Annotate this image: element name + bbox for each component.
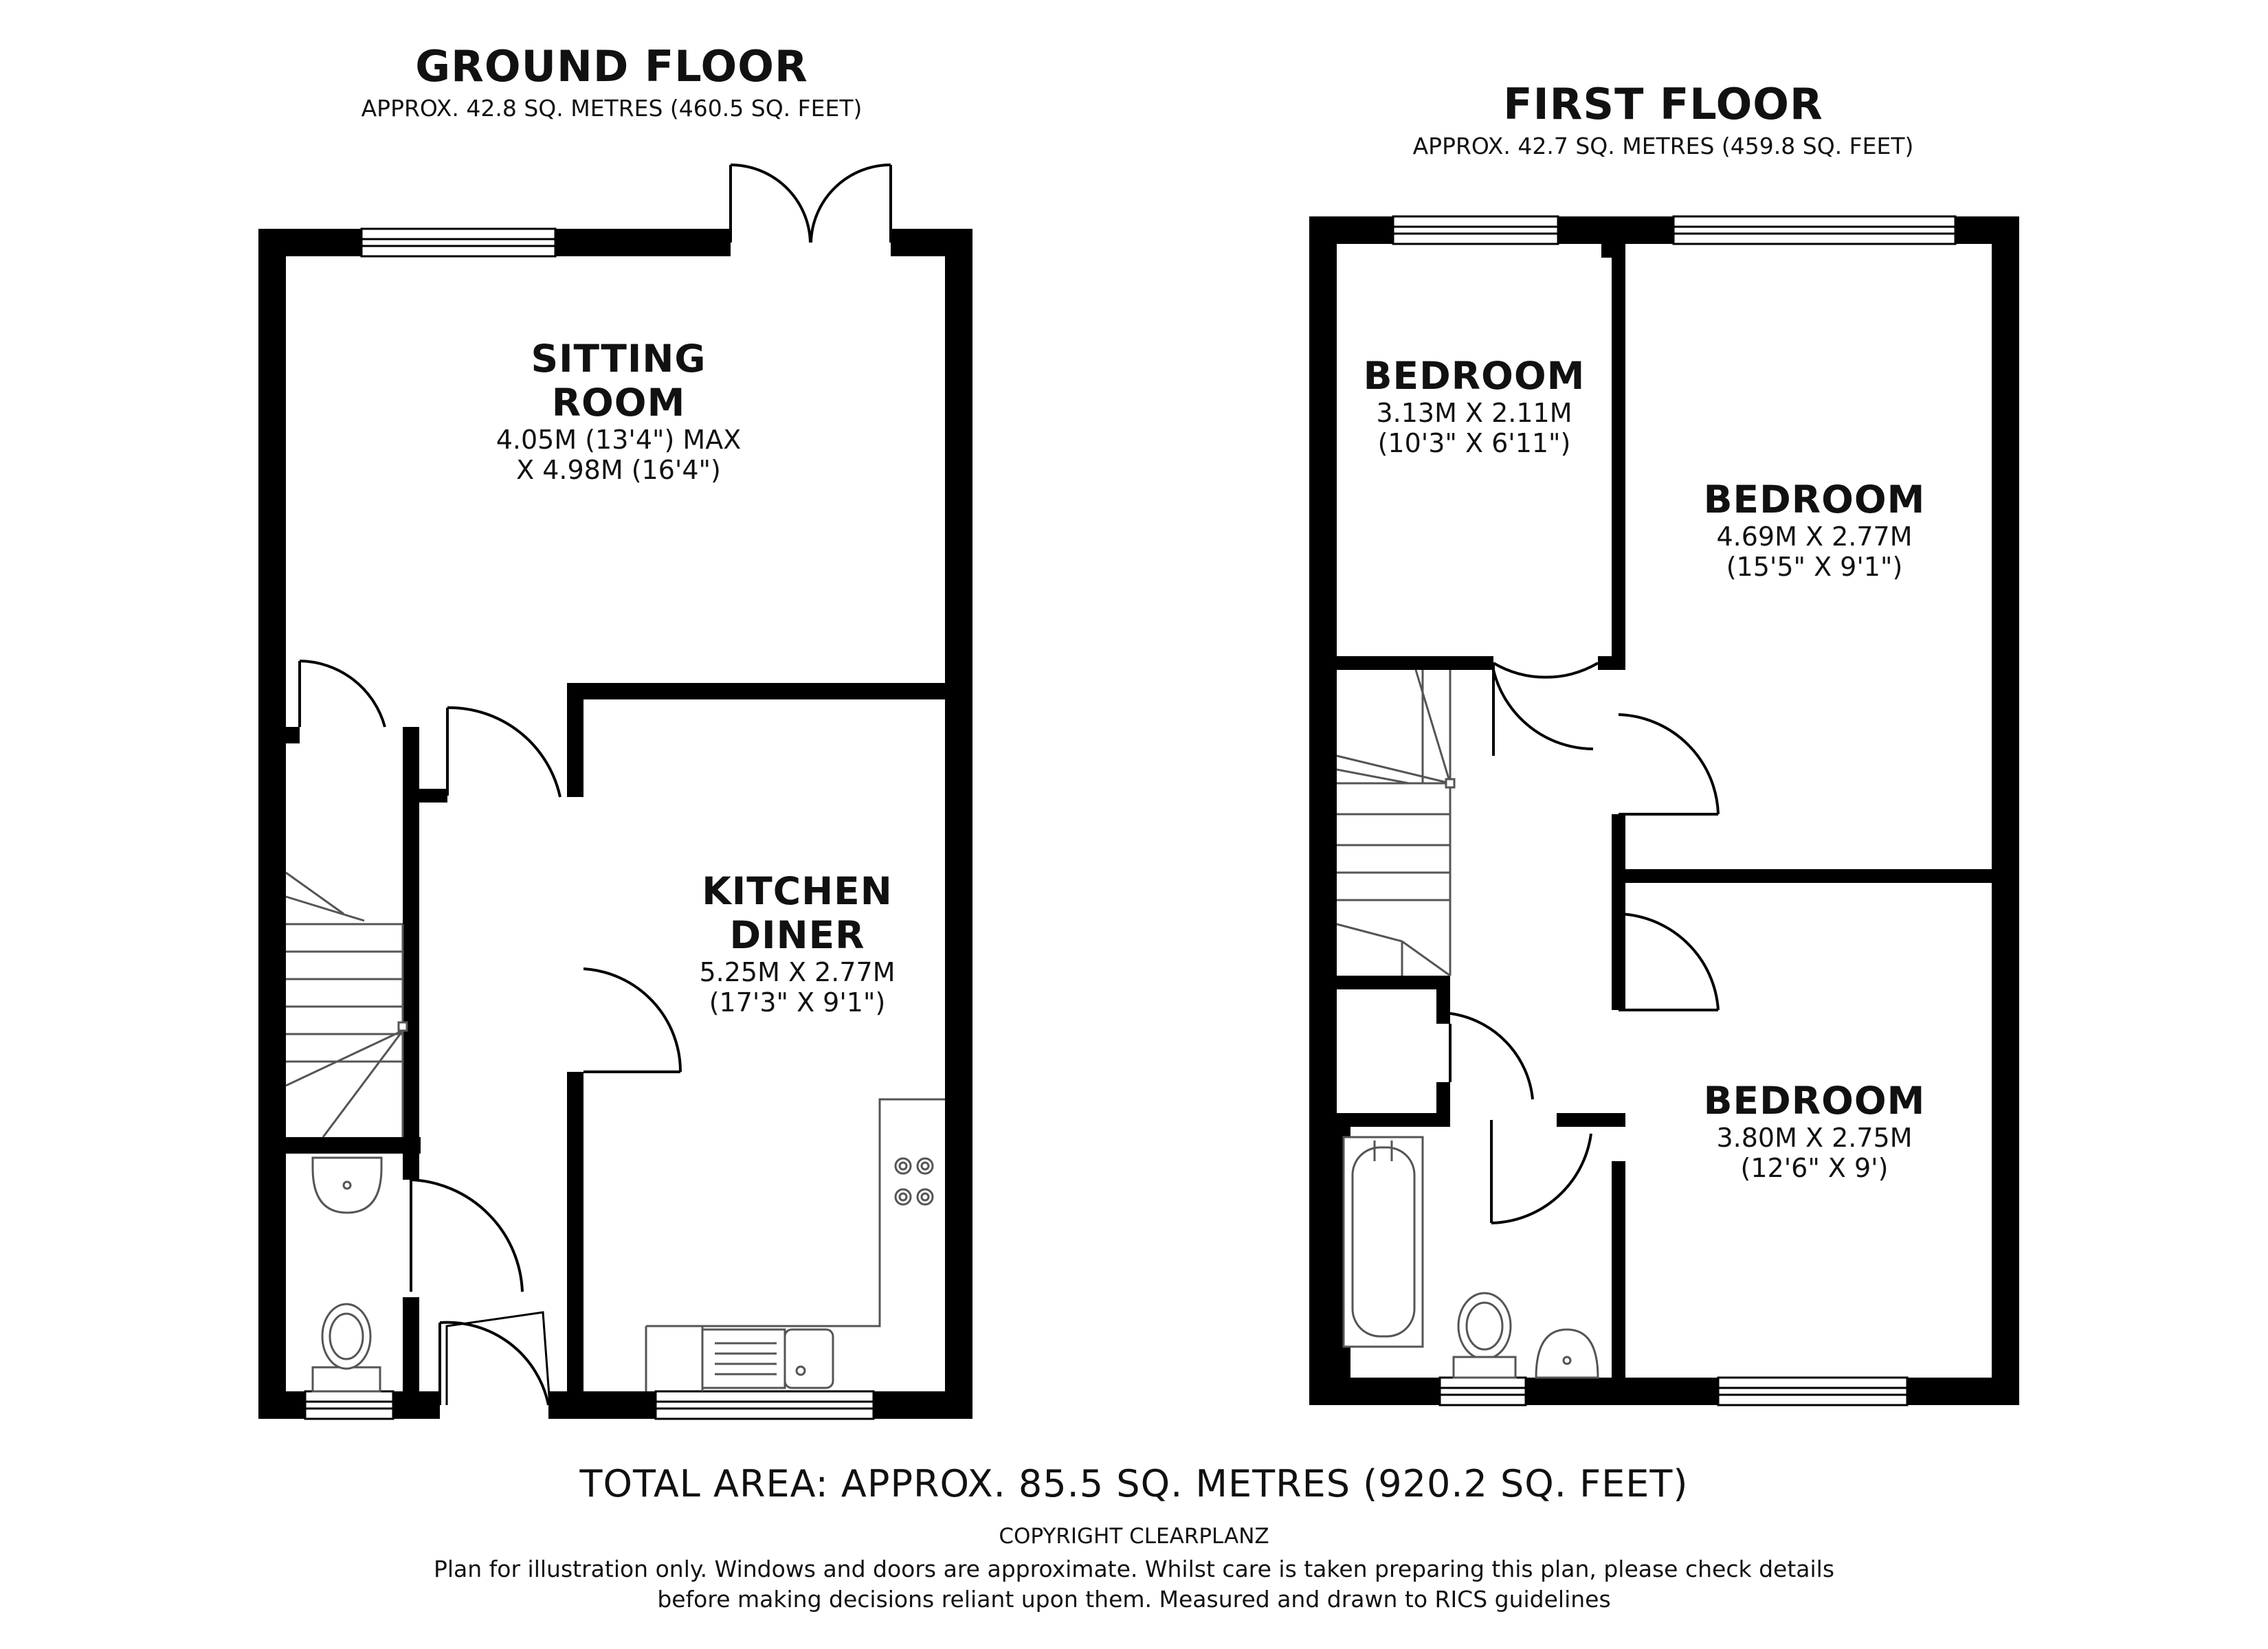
bedroom-third-label: BEDROOM 3.80M X 2.75M (12'6" X 9'): [1636, 1079, 1993, 1183]
bedroom-small-dimensions-line1: 3.13M X 2.11M: [1376, 398, 1572, 428]
first-floor-plan: [1309, 215, 2019, 1406]
ground-floor-area: APPROX. 42.8 SQ. METRES (460.5 SQ. FEET): [361, 95, 863, 122]
first-floor-title: FIRST FLOOR: [1503, 79, 1823, 129]
copyright-notice: COPYRIGHT CLEARPLANZ: [999, 1524, 1269, 1549]
kitchen-diner-name-line2: DINER: [729, 913, 865, 957]
disclaimer-line1: Plan for illustration only. Windows and …: [433, 1556, 1835, 1582]
bedroom-door-arc: [1492, 669, 1594, 750]
ground-floor-stairs: [285, 871, 408, 1138]
ground-floor-windows: [304, 227, 875, 1420]
bedroom-third-name: BEDROOM: [1703, 1079, 1926, 1123]
total-area: TOTAL AREA: APPROX. 85.5 SQ. METRES (920…: [579, 1462, 1689, 1505]
kitchen-diner-dimensions-line2: (17'3" X 9'1"): [709, 987, 886, 1018]
bedroom-third-dimensions-line1: 3.80M X 2.75M: [1716, 1123, 1913, 1153]
ground-floor-plan: [258, 164, 972, 1420]
first-floor-doors: [1449, 662, 1720, 1224]
bedroom-small-name: BEDROOM: [1363, 354, 1586, 398]
ground-floor-walls: [258, 229, 972, 1419]
kitchen-diner-label: KITCHEN DINER 5.25M X 2.77M (17'3" X 9'1…: [591, 869, 1003, 1018]
wc-fittings: [311, 1156, 383, 1393]
sitting-room-name-line2: ROOM: [551, 381, 686, 425]
bedroom-main-label: BEDROOM 4.69M X 2.77M (15'5" X 9'1"): [1636, 478, 1993, 582]
sitting-room-dimensions-line2: X 4.98M (16'4"): [516, 455, 721, 485]
sitting-room-dimensions-line1: 4.05M (13'4") MAX: [496, 425, 742, 455]
ground-floor-doors: [298, 164, 892, 1406]
sitting-room-label: SITTING ROOM 4.05M (13'4") MAX X 4.98M (…: [412, 337, 825, 485]
bedroom-small-label: BEDROOM 3.13M X 2.11M (10'3" X 6'11"): [1323, 354, 1625, 458]
bathroom-fittings: [1342, 1136, 1599, 1379]
kitchen-diner-dimensions-line1: 5.25M X 2.77M: [699, 957, 896, 987]
bedroom-main-dimensions-line1: 4.69M X 2.77M: [1716, 521, 1913, 552]
first-floor-windows: [1392, 215, 1957, 1406]
bedroom-main-name: BEDROOM: [1703, 478, 1926, 521]
kitchen-fittings: [645, 1098, 945, 1391]
ground-floor-title: GROUND FLOOR: [415, 41, 808, 91]
kitchen-diner-name-line1: KITCHEN: [702, 869, 893, 913]
first-floor-stairs: [1336, 669, 1456, 977]
sitting-room-name-line1: SITTING: [531, 337, 707, 381]
disclaimer-line2: before making decisions reliant upon the…: [657, 1586, 1611, 1613]
first-floor-area: APPROX. 42.7 SQ. METRES (459.8 SQ. FEET): [1412, 133, 1914, 159]
bedroom-third-dimensions-line2: (12'6" X 9'): [1740, 1153, 1889, 1183]
bedroom-main-dimensions-line2: (15'5" X 9'1"): [1726, 552, 1903, 582]
bedroom-small-dimensions-line2: (10'3" X 6'11"): [1377, 428, 1571, 458]
